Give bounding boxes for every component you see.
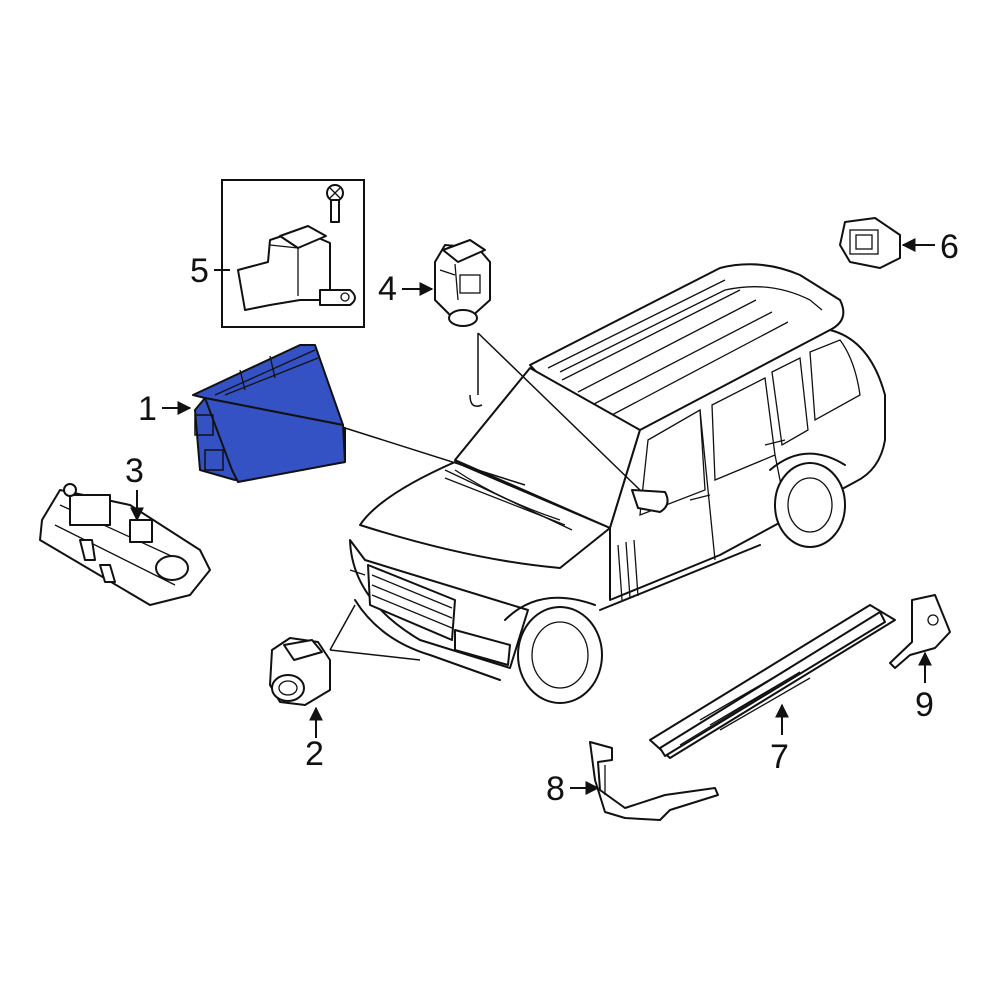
part-6-camera — [839, 217, 901, 269]
callout-labels: 1 2 3 4 5 6 7 8 9 — [125, 228, 959, 808]
callout-arrows — [130, 238, 935, 795]
leader-lines — [329, 332, 641, 661]
callout-7: 7 — [770, 738, 789, 776]
callout-4: 4 — [378, 270, 397, 308]
part-5-sensor-box — [221, 179, 365, 328]
part-2-camera — [269, 637, 331, 706]
vehicle-illustration — [349, 263, 886, 704]
callout-9: 9 — [915, 686, 934, 724]
part-3-bracket-assembly — [39, 483, 211, 606]
part-4-camera — [434, 239, 491, 327]
part-9-bracket — [889, 594, 951, 669]
part-8-bracket — [589, 741, 719, 821]
callout-5: 5 — [190, 252, 209, 290]
callout-8: 8 — [546, 770, 565, 808]
callout-3: 3 — [125, 452, 144, 490]
part-7-trim-strip — [649, 604, 896, 759]
part-1-control-module — [192, 344, 346, 483]
callout-6: 6 — [940, 228, 959, 266]
callout-1: 1 — [138, 390, 157, 428]
callout-2: 2 — [305, 735, 324, 773]
